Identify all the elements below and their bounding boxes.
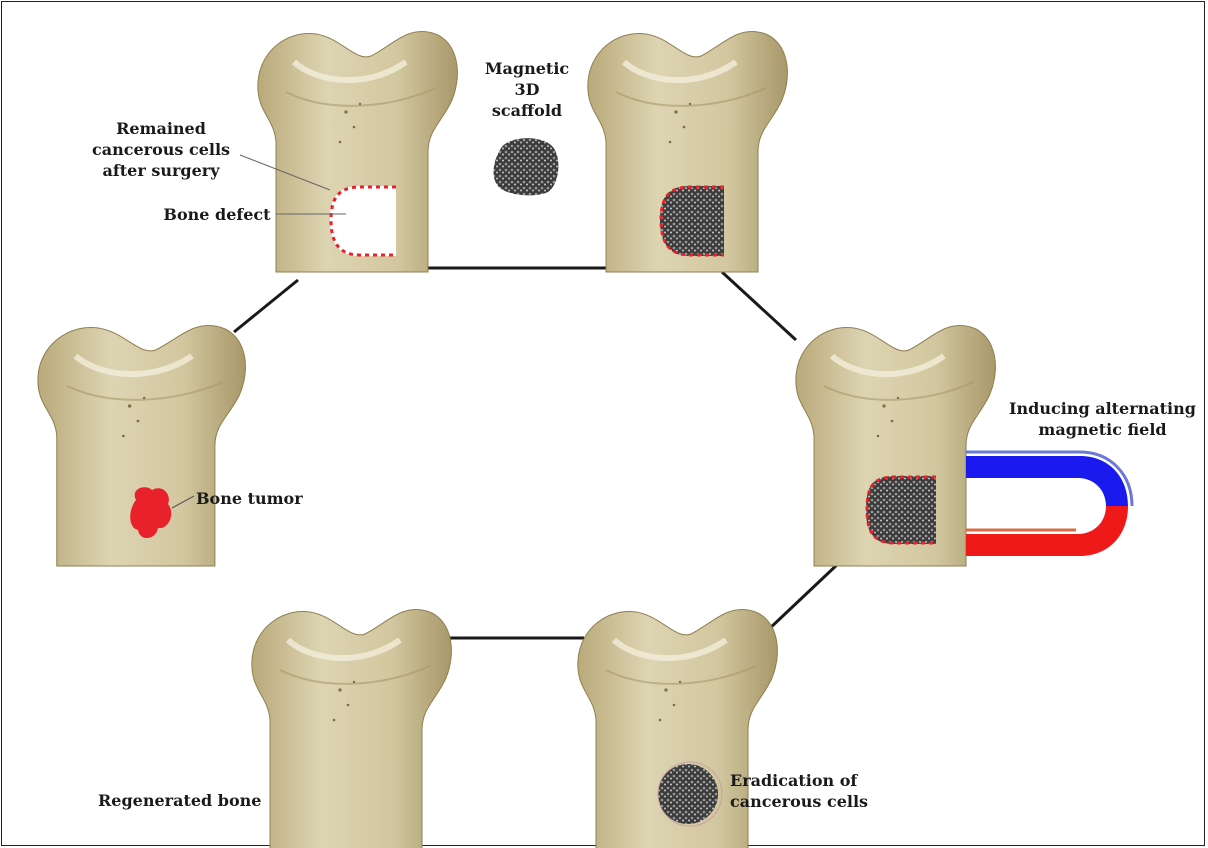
label-magnetic-scaffold: Magnetic 3D scaffold [472,58,582,121]
regenerated-bone [252,609,452,848]
field-scaffold [866,476,936,544]
connector-tumor-to-defect [234,280,298,332]
label-inducing-magnetic-field: Inducing alternating magnetic field [1000,398,1205,440]
label-bone-tumor: Bone tumor [196,488,326,509]
label-regenerated-bone: Regenerated bone [98,790,288,811]
implanted-scaffold [660,186,724,256]
treated-scaffold [658,764,718,824]
connector-field-to-eradication [768,562,840,630]
cycle-connectors [234,268,840,638]
label-eradication: Eradication of cancerous cells [730,770,890,812]
horseshoe-magnet-icon [966,452,1132,556]
porous-scaffold-icon [494,138,559,195]
bone-defect-cutout [330,186,396,256]
label-remained-cancerous-cells: Remained cancerous cells after surgery [86,118,236,181]
connector-scaffold-to-field [722,272,796,340]
label-bone-defect: Bone defect [152,204,282,225]
